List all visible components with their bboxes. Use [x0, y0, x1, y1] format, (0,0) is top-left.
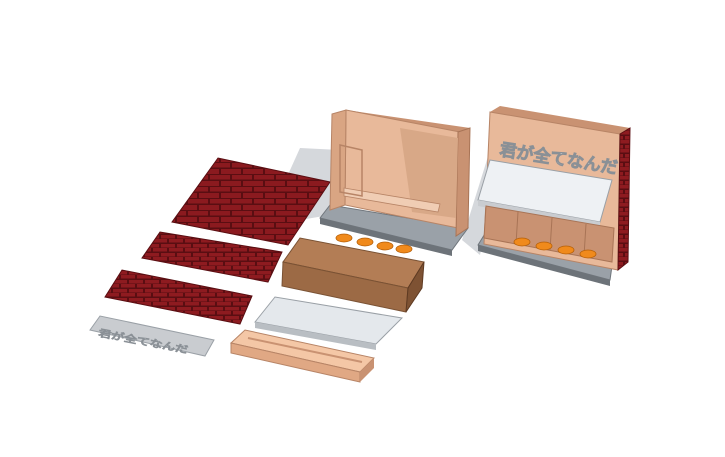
- sign-plate[interactable]: 君が全てなんだ: [89, 315, 215, 357]
- booth-shell[interactable]: [319, 109, 471, 256]
- brick-panel-medium[interactable]: [141, 231, 283, 283]
- brick-panel-small[interactable]: [104, 269, 253, 325]
- counter-box[interactable]: [281, 237, 425, 313]
- stools-right[interactable]: [513, 237, 597, 259]
- stools-left[interactable]: [335, 233, 413, 254]
- storefront[interactable]: 君が全てなんだ: [477, 106, 631, 286]
- white-panel[interactable]: [254, 296, 404, 350]
- brick-panel-large[interactable]: [171, 157, 331, 246]
- stand-base[interactable]: [229, 329, 376, 383]
